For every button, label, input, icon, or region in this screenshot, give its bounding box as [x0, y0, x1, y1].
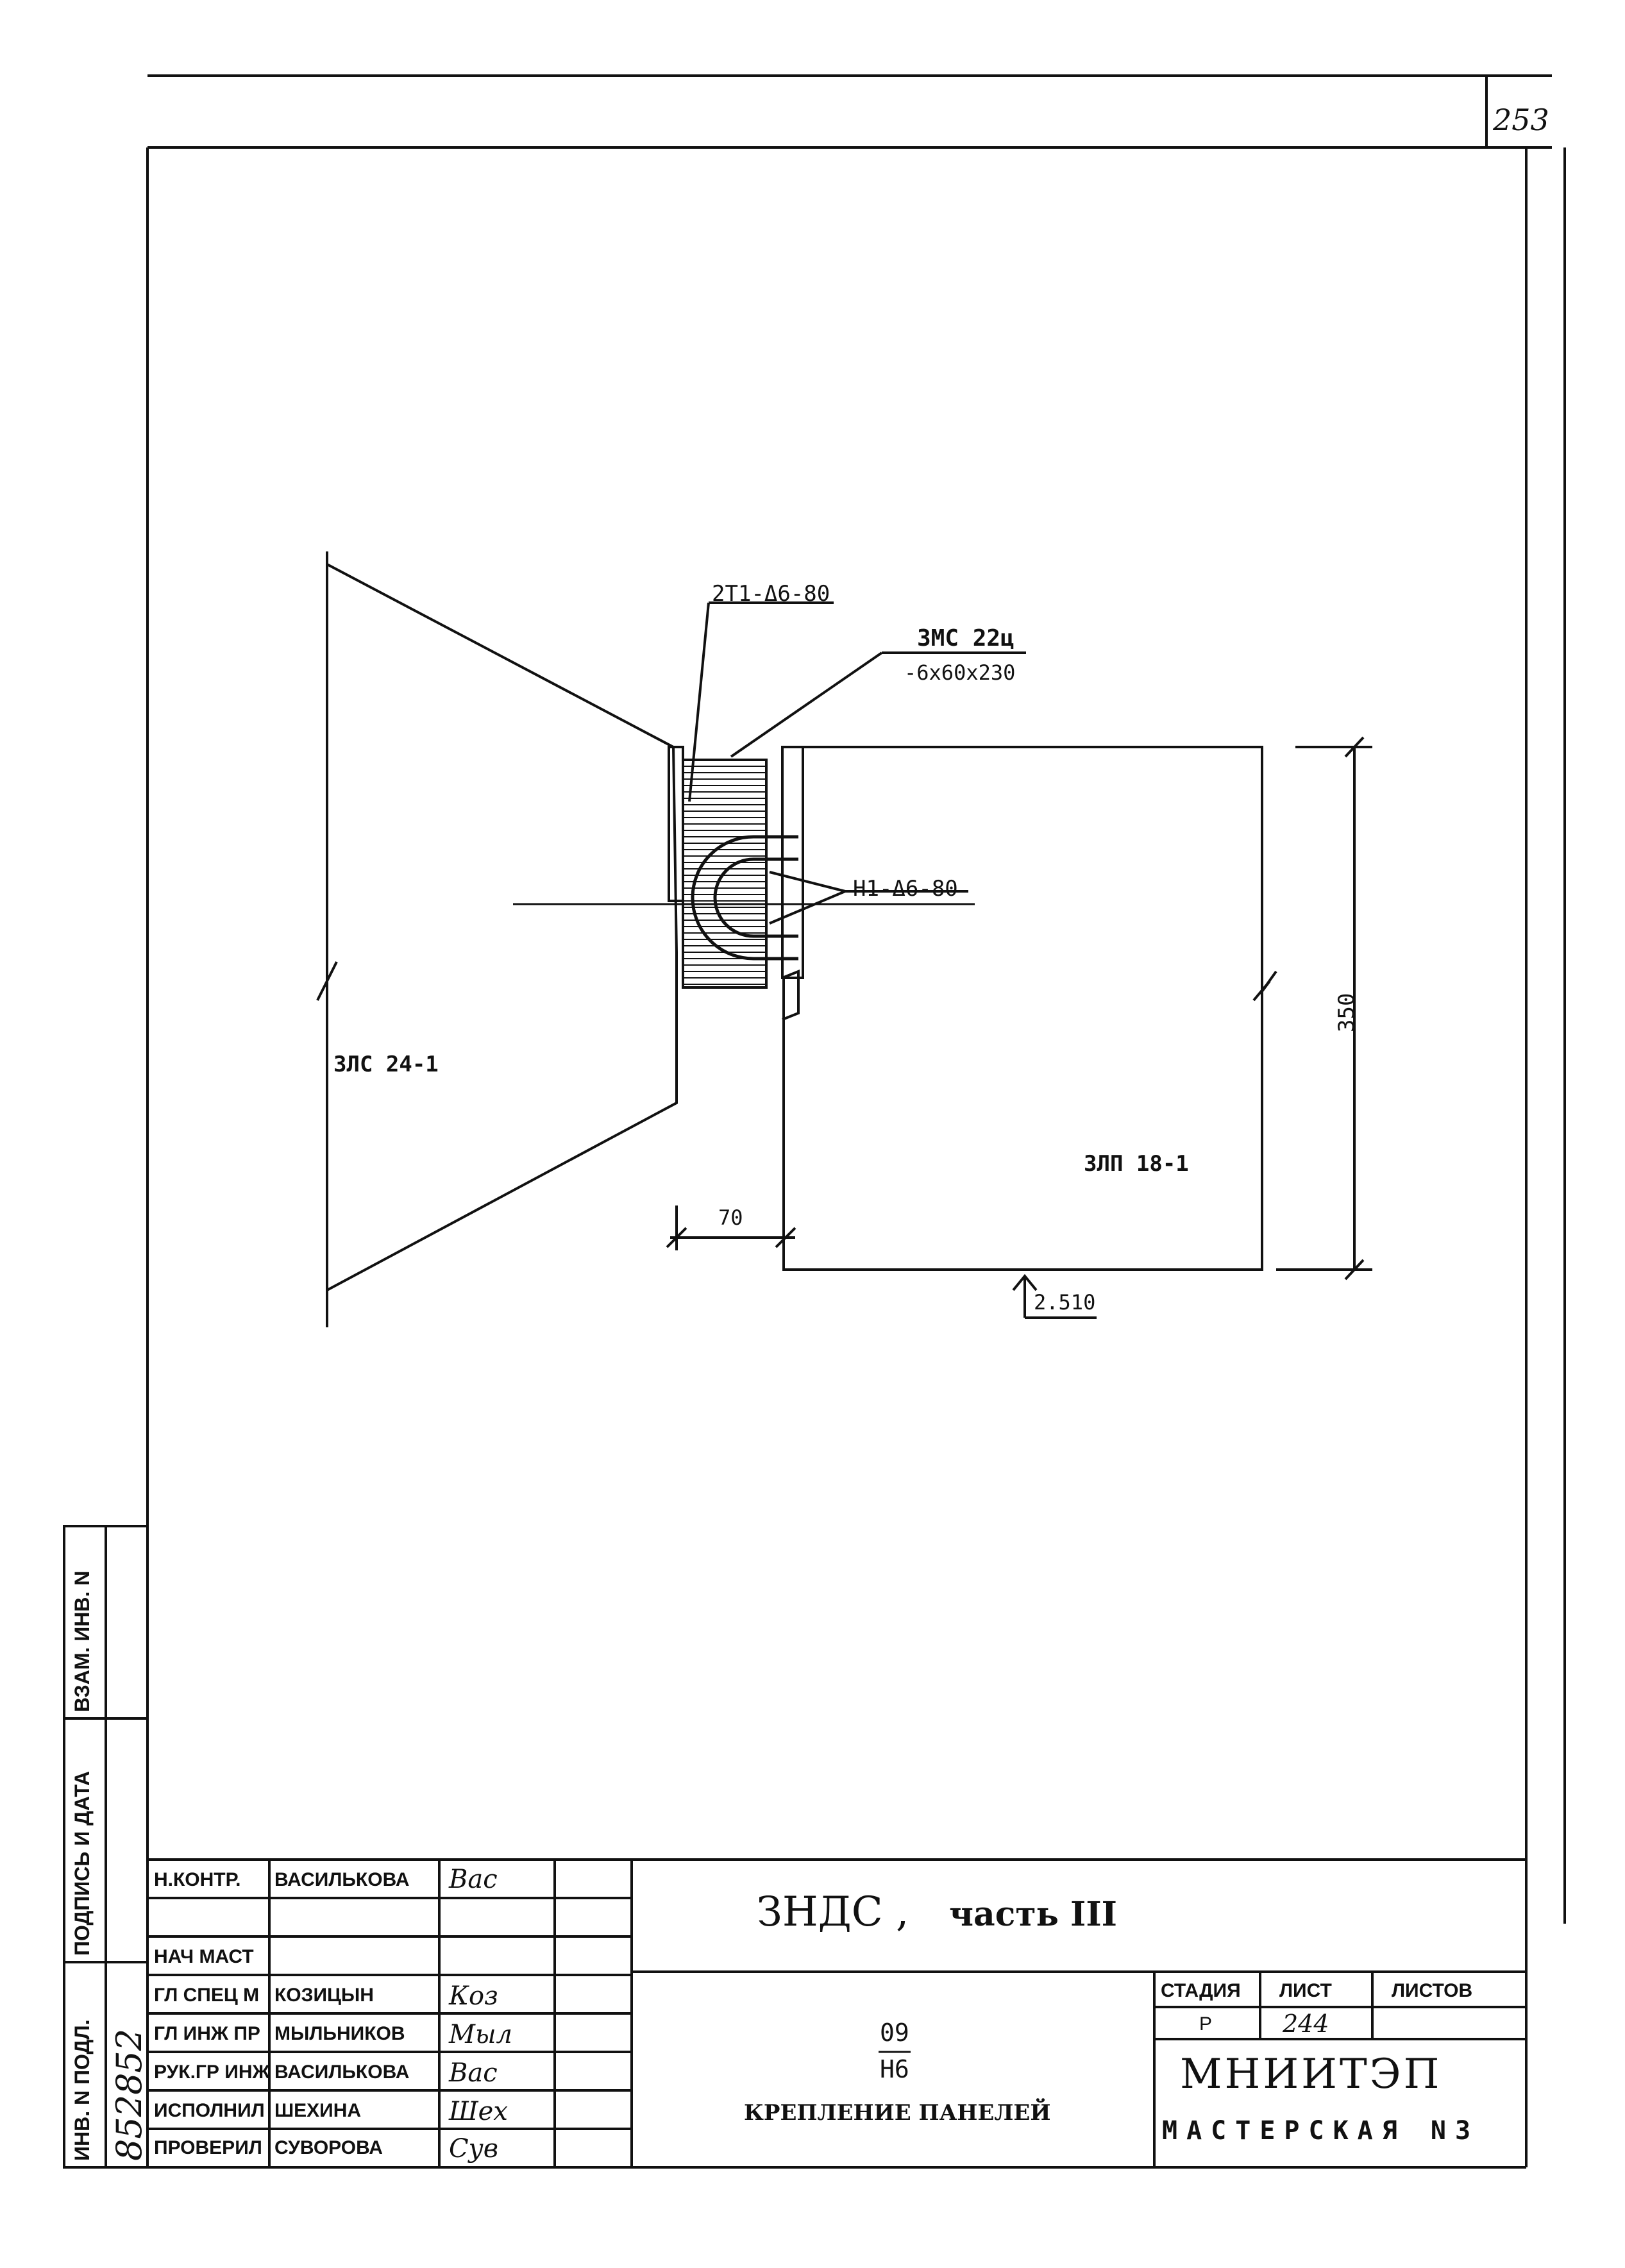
signature-ruk-gr: Вас [449, 2058, 498, 2088]
signature-gl-spec: Коз [449, 1981, 498, 2011]
org-workshop: МАСТЕРСКАЯ N3 [1162, 2116, 1480, 2146]
sheet-value: 244 [1283, 2010, 1329, 2038]
name-n-kontr: ВАСИЛЬКОВА [274, 1869, 410, 1890]
stage-label: СТАДИЯ [1161, 1980, 1241, 2001]
stage-value: Р [1199, 2013, 1213, 2035]
role-ruk-gr: РУК.ГР ИНЖ [154, 2062, 270, 2083]
name-ruk-gr: ВАСИЛЬКОВА [274, 2062, 410, 2083]
corner-sheet-number: 253 [1493, 103, 1549, 137]
callout-part-label: 3МС 22ц [917, 625, 1015, 651]
sheet-label: ЛИСТ [1279, 1980, 1332, 2001]
role-n-kontr: Н.КОНТР. [154, 1869, 241, 1890]
role-ispolnil: ИСПОЛНИЛ [154, 2100, 265, 2121]
role-gl-inzh: ГЛ ИНЖ ПР [154, 2023, 260, 2044]
signature-ispolnil: Шех [449, 2097, 508, 2126]
role-proveril: ПРОВЕРИЛ [154, 2137, 262, 2158]
project-part: часть III [949, 1895, 1118, 1934]
signature-proveril: Сув [449, 2134, 499, 2163]
left-panel-label: 3ЛС 24-1 [333, 1052, 439, 1077]
name-gl-inzh: МЫЛЬНИКОВ [274, 2023, 405, 2044]
project-title: ЗНДС , [757, 1888, 909, 1936]
callout-part-size: -6х60х230 [904, 660, 1016, 685]
signature-gl-inzh: Мыл [449, 2020, 513, 2049]
right-panel-label: 3ЛП 18-1 [1084, 1151, 1189, 1177]
org-name: МНИИТЭП [1180, 2051, 1442, 2098]
code-bottom: Н6 [880, 2055, 909, 2083]
elevation-label: 2.510 [1034, 1290, 1096, 1315]
role-nach-mast: НАЧ МАСТ [154, 1946, 254, 1967]
role-gl-spec: ГЛ СПЕЦ М [154, 1985, 260, 2006]
dim-gap-label: 70 [718, 1205, 743, 1230]
name-proveril: СУВОРОВА [274, 2137, 383, 2158]
name-gl-spec: КОЗИЦЫН [274, 1985, 374, 2006]
sheets-label: ЛИСТОВ [1392, 1980, 1473, 2001]
code-top: 09 [880, 2019, 909, 2047]
left-panel-outline [326, 563, 678, 1291]
right-panel-outline [782, 746, 1263, 1271]
signature-n-kontr: Вас [449, 1865, 498, 1894]
callout-anchor-label: Н1-Δ6-80 [853, 876, 958, 902]
sheet-title: КРЕПЛЕНИЕ ПАНЕЛЕЙ [744, 2100, 1051, 2126]
callout-top-label: 2Т1-Δ6-80 [712, 581, 830, 607]
name-ispolnil: ШЕХИНА [274, 2100, 362, 2121]
